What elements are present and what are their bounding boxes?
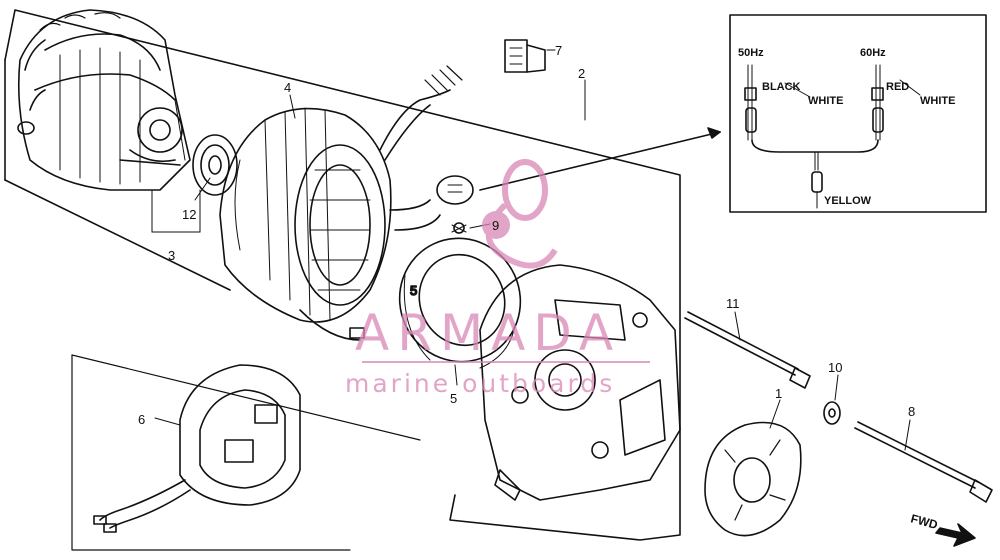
rotor-assembly (17, 9, 191, 191)
label-white-1: WHITE (808, 95, 843, 107)
label-50hz: 50Hz (738, 47, 764, 59)
label-black: BLACK (762, 81, 801, 93)
callout-1: 1 (775, 386, 782, 401)
label-white-2: WHITE (920, 95, 955, 107)
housing-part (479, 264, 681, 501)
watermark-title: ARMADA (355, 304, 621, 362)
connector-part (504, 39, 546, 73)
label-yellow: YELLOW (824, 195, 872, 207)
callout-3: 3 (168, 248, 175, 263)
callout-10: 10 (828, 360, 842, 375)
long-bolt-part (684, 311, 811, 389)
callout-6: 6 (138, 412, 145, 427)
fwd-arrow (935, 523, 976, 547)
fwd-label: FWD (909, 511, 939, 532)
callout-7: 7 (555, 43, 562, 58)
callout-9: 9 (492, 218, 499, 233)
stator-part (219, 65, 463, 341)
watermark-subtitle: marine outboards (345, 369, 615, 398)
wiring-inset-box (729, 14, 987, 213)
fan-part (704, 421, 802, 537)
callout-5: 5 (450, 391, 457, 406)
callout-2: 2 (578, 66, 585, 81)
bearing-part (192, 134, 238, 196)
ring-marking: 5 (410, 283, 417, 298)
washer-part (823, 401, 841, 425)
callout-12: 12 (182, 207, 196, 222)
leader-lines (151, 49, 911, 451)
watermark-logo (482, 159, 558, 269)
stator-cover-part (71, 354, 421, 551)
bolt-part (854, 421, 993, 503)
callout-8: 8 (908, 404, 915, 419)
terminal-connector (436, 175, 474, 205)
small-bolt-part (451, 222, 467, 234)
label-red: RED (886, 81, 909, 93)
label-60hz: 60Hz (860, 47, 886, 59)
inset-pointer-arrow (479, 127, 721, 191)
callout-4: 4 (284, 80, 291, 95)
callout-11: 11 (726, 296, 740, 311)
assembly-frame (4, 9, 681, 541)
